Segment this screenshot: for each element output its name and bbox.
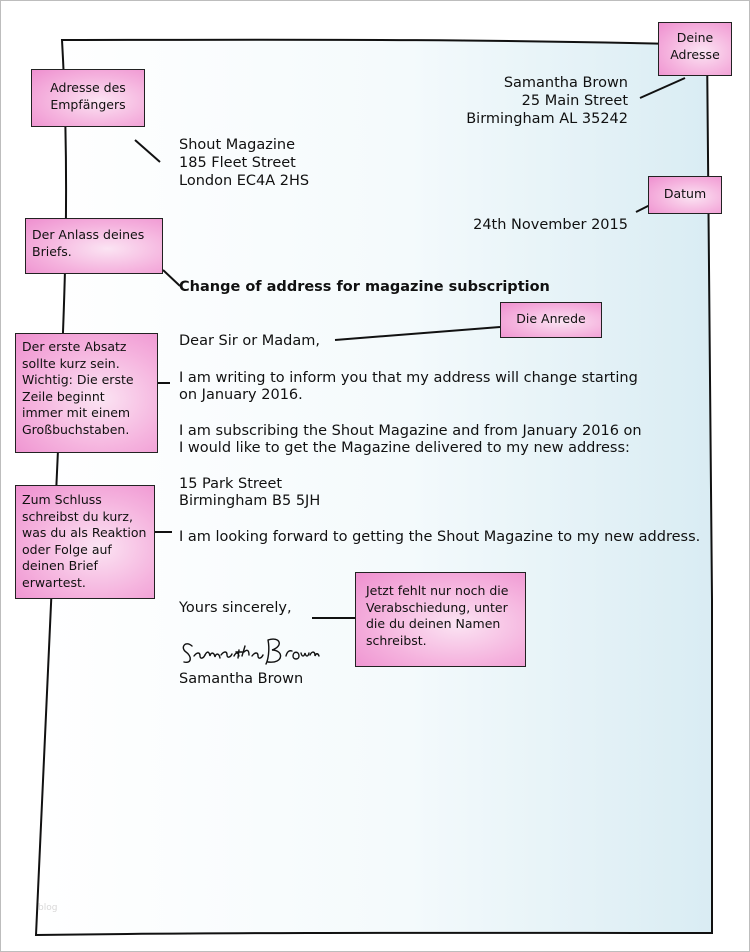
- label-text: Datum: [663, 186, 707, 201]
- label-text: Jetzt fehlt nur noch die: [366, 583, 509, 598]
- label-deine-adresse: Deine Adresse: [658, 22, 732, 76]
- paragraph2-line2: I would like to get the Magazine deliver…: [179, 440, 630, 456]
- label-text: schreibst du kurz,: [22, 508, 133, 524]
- label-text: Adresse: [670, 46, 720, 62]
- label-text: Der erste Absatz: [22, 339, 127, 354]
- letter-subject: Change of address for magazine subscript…: [179, 279, 550, 295]
- recipient-street: 185 Fleet Street: [179, 155, 296, 171]
- new-address-street: 15 Park Street: [179, 476, 283, 492]
- salutation: Dear Sir or Madam,: [179, 333, 321, 349]
- label-text: Der Anlass deines: [32, 227, 145, 242]
- paragraph2-line1: I am subscribing the Shout Magazine and …: [179, 423, 642, 439]
- label-text: Wichtig: Die erste: [22, 372, 134, 387]
- sender-city: Birmingham AL 35242: [466, 111, 628, 127]
- label-text: Die Anrede: [516, 311, 586, 326]
- label-anlass: Der Anlass deines Briefs.: [25, 218, 163, 274]
- label-text: sollte kurz sein.: [22, 355, 120, 371]
- label-empfaenger: Adresse des Empfängers: [31, 69, 145, 127]
- label-text: Deine: [676, 30, 714, 45]
- label-text: immer mit einem: [22, 405, 131, 420]
- label-text: Zum Schluss: [22, 492, 102, 507]
- sender-name: Samantha Brown: [503, 75, 628, 91]
- recipient-name: Shout Magazine: [179, 137, 295, 153]
- new-address-city: Birmingham B5 5JH: [179, 493, 321, 509]
- line-deine-adresse: [639, 77, 686, 99]
- label-absatz: Der erste Absatz sollte kurz sein. Wicht…: [15, 333, 158, 453]
- label-text: was du als Reaktion: [22, 525, 147, 540]
- label-text: erwartest.: [22, 574, 86, 590]
- sender-street: 25 Main Street: [521, 93, 628, 109]
- recipient-city: London EC4A 2HS: [179, 173, 310, 189]
- line-empfaenger: [134, 139, 161, 163]
- label-text: schreibst.: [366, 632, 427, 648]
- label-text: Adresse des: [50, 80, 126, 95]
- label-text: Großbuchstaben.: [22, 421, 130, 437]
- paragraph3: I am looking forward to getting the Shou…: [179, 529, 701, 545]
- label-text: die du deinen Namen: [366, 616, 501, 631]
- line-anlass: [162, 269, 181, 287]
- paragraph1-line1: I am writing to inform you that my addre…: [179, 370, 638, 386]
- label-text: Verabschiedung, unter: [366, 599, 508, 615]
- closing: Yours sincerely,: [179, 600, 292, 616]
- label-text: Zeile beginnt: [22, 388, 105, 404]
- label-text: Briefs.: [32, 243, 72, 259]
- label-text: Empfängers: [50, 96, 126, 112]
- label-verabschiedung: Jetzt fehlt nur noch die Verabschiedung,…: [355, 572, 526, 667]
- paragraph1-line2: on January 2016.: [179, 387, 303, 403]
- label-schluss: Zum Schluss schreibst du kurz, was du al…: [15, 485, 155, 599]
- letter-date: 24th November 2015: [473, 217, 628, 233]
- label-datum: Datum: [648, 176, 722, 214]
- watermark: blog: [38, 903, 58, 913]
- signature-scribble: [182, 638, 320, 665]
- label-anrede: Die Anrede: [500, 302, 602, 338]
- label-text: deinen Brief: [22, 558, 98, 573]
- label-text: oder Folge auf: [22, 541, 112, 557]
- line-anrede: [334, 326, 501, 341]
- signature: [179, 640, 319, 666]
- signed-name: Samantha Brown: [179, 671, 304, 687]
